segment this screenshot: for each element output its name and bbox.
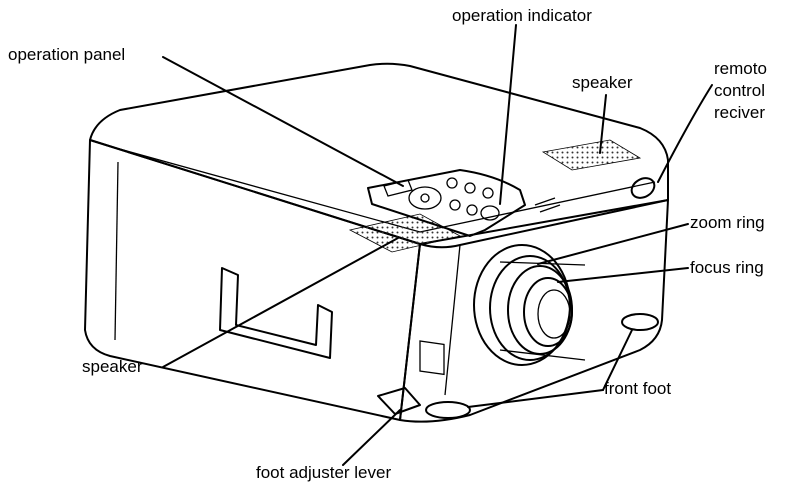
leader-lines	[162, 24, 713, 466]
front-foot-left	[425, 401, 471, 419]
label-foot-adjuster-lever: foot adjuster lever	[256, 463, 392, 482]
front-label-plate	[419, 340, 445, 376]
label-remote-line3: reciver	[714, 103, 766, 122]
label-remote-line1: remoto	[714, 59, 767, 78]
projector-left-face	[84, 139, 421, 421]
label-speaker-top: speaker	[572, 73, 633, 92]
remote-receiver-window	[630, 177, 656, 199]
label-remote-line2: control	[714, 81, 766, 100]
label-zoom-ring: zoom ring	[690, 213, 765, 232]
foot-adjuster-lever-shape	[377, 387, 421, 415]
projector-front-face	[399, 199, 669, 423]
label-operation-indicator: operation indicator	[452, 6, 592, 25]
label-front-foot: front foot	[604, 379, 672, 398]
rear-foot	[621, 313, 659, 331]
lens-assembly	[473, 244, 586, 366]
operation-panel-plate	[367, 169, 526, 237]
projector-top-surface	[89, 62, 669, 249]
speaker-grill-top	[541, 139, 642, 171]
label-operation-panel: operation panel	[8, 45, 126, 64]
panel-dpad	[408, 186, 442, 210]
label-speaker-left: speaker	[82, 357, 143, 376]
label-focus-ring: focus ring	[690, 258, 764, 277]
carry-handle	[219, 267, 333, 359]
